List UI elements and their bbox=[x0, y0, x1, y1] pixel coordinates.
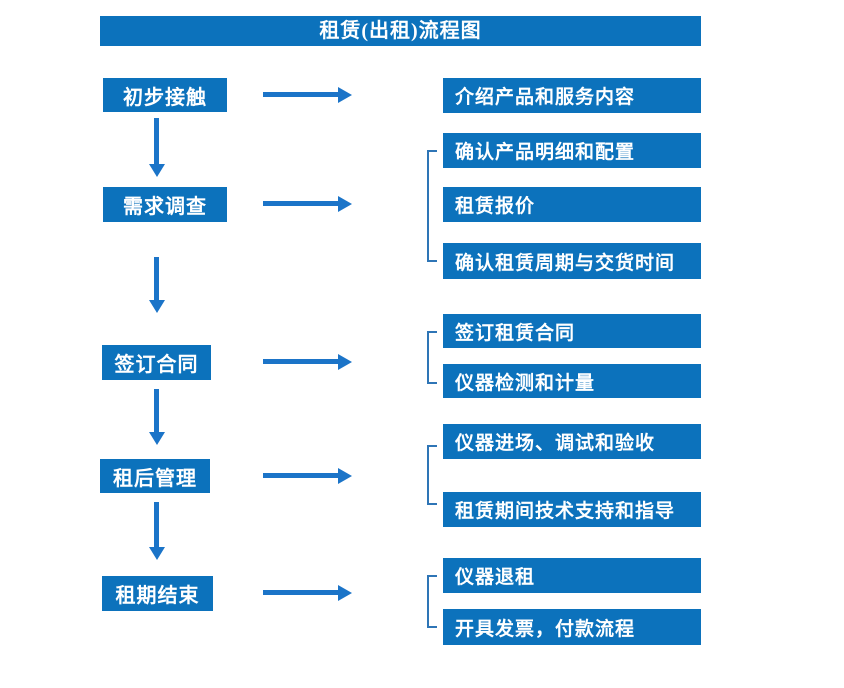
arrow-head-icon bbox=[149, 164, 165, 177]
arrow-shaft bbox=[263, 473, 340, 478]
step-sign-contract: 签订合同 bbox=[102, 345, 211, 380]
group-bracket bbox=[427, 445, 437, 505]
down-arrow bbox=[149, 257, 165, 313]
arrow-head-icon bbox=[338, 87, 352, 103]
detail-box: 确认租赁周期与交货时间 bbox=[443, 243, 701, 279]
detail-box: 租赁期间技术支持和指导 bbox=[443, 492, 701, 527]
arrow-head-icon bbox=[149, 547, 165, 560]
arrow-head-icon bbox=[149, 432, 165, 445]
arrow-shaft bbox=[154, 389, 159, 433]
right-arrow bbox=[263, 468, 352, 484]
right-arrow bbox=[263, 87, 352, 103]
arrow-shaft bbox=[154, 118, 159, 165]
detail-box: 确认产品明细和配置 bbox=[443, 133, 701, 168]
arrow-shaft bbox=[263, 590, 340, 595]
down-arrow bbox=[149, 118, 165, 177]
arrow-head-icon bbox=[338, 354, 352, 370]
right-arrow bbox=[263, 585, 352, 601]
step-initial-contact: 初步接触 bbox=[103, 78, 227, 112]
flowchart-title: 租赁(出租)流程图 bbox=[100, 16, 701, 46]
detail-box: 租赁报价 bbox=[443, 187, 701, 222]
group-bracket bbox=[427, 150, 437, 262]
arrow-head-icon bbox=[338, 196, 352, 212]
arrow-head-icon bbox=[149, 300, 165, 313]
down-arrow bbox=[149, 502, 165, 560]
right-arrow bbox=[263, 196, 352, 212]
arrow-head-icon bbox=[338, 585, 352, 601]
detail-box: 仪器退租 bbox=[443, 558, 701, 593]
detail-box: 仪器进场、调试和验收 bbox=[443, 424, 701, 459]
detail-box: 介绍产品和服务内容 bbox=[443, 78, 701, 113]
detail-box: 签订租赁合同 bbox=[443, 314, 701, 348]
step-post-rental-management: 租后管理 bbox=[100, 459, 210, 493]
detail-box: 开具发票，付款流程 bbox=[443, 609, 701, 645]
step-rental-end: 租期结束 bbox=[102, 576, 213, 611]
group-bracket bbox=[427, 331, 437, 384]
group-bracket bbox=[427, 575, 437, 628]
arrow-shaft bbox=[263, 201, 340, 206]
down-arrow bbox=[149, 389, 165, 445]
arrow-shaft bbox=[263, 359, 340, 364]
arrow-shaft bbox=[263, 92, 340, 97]
arrow-head-icon bbox=[338, 468, 352, 484]
right-arrow bbox=[263, 354, 352, 370]
detail-box: 仪器检测和计量 bbox=[443, 364, 701, 398]
step-demand-survey: 需求调查 bbox=[103, 187, 227, 222]
arrow-shaft bbox=[154, 502, 159, 548]
arrow-shaft bbox=[154, 257, 159, 301]
